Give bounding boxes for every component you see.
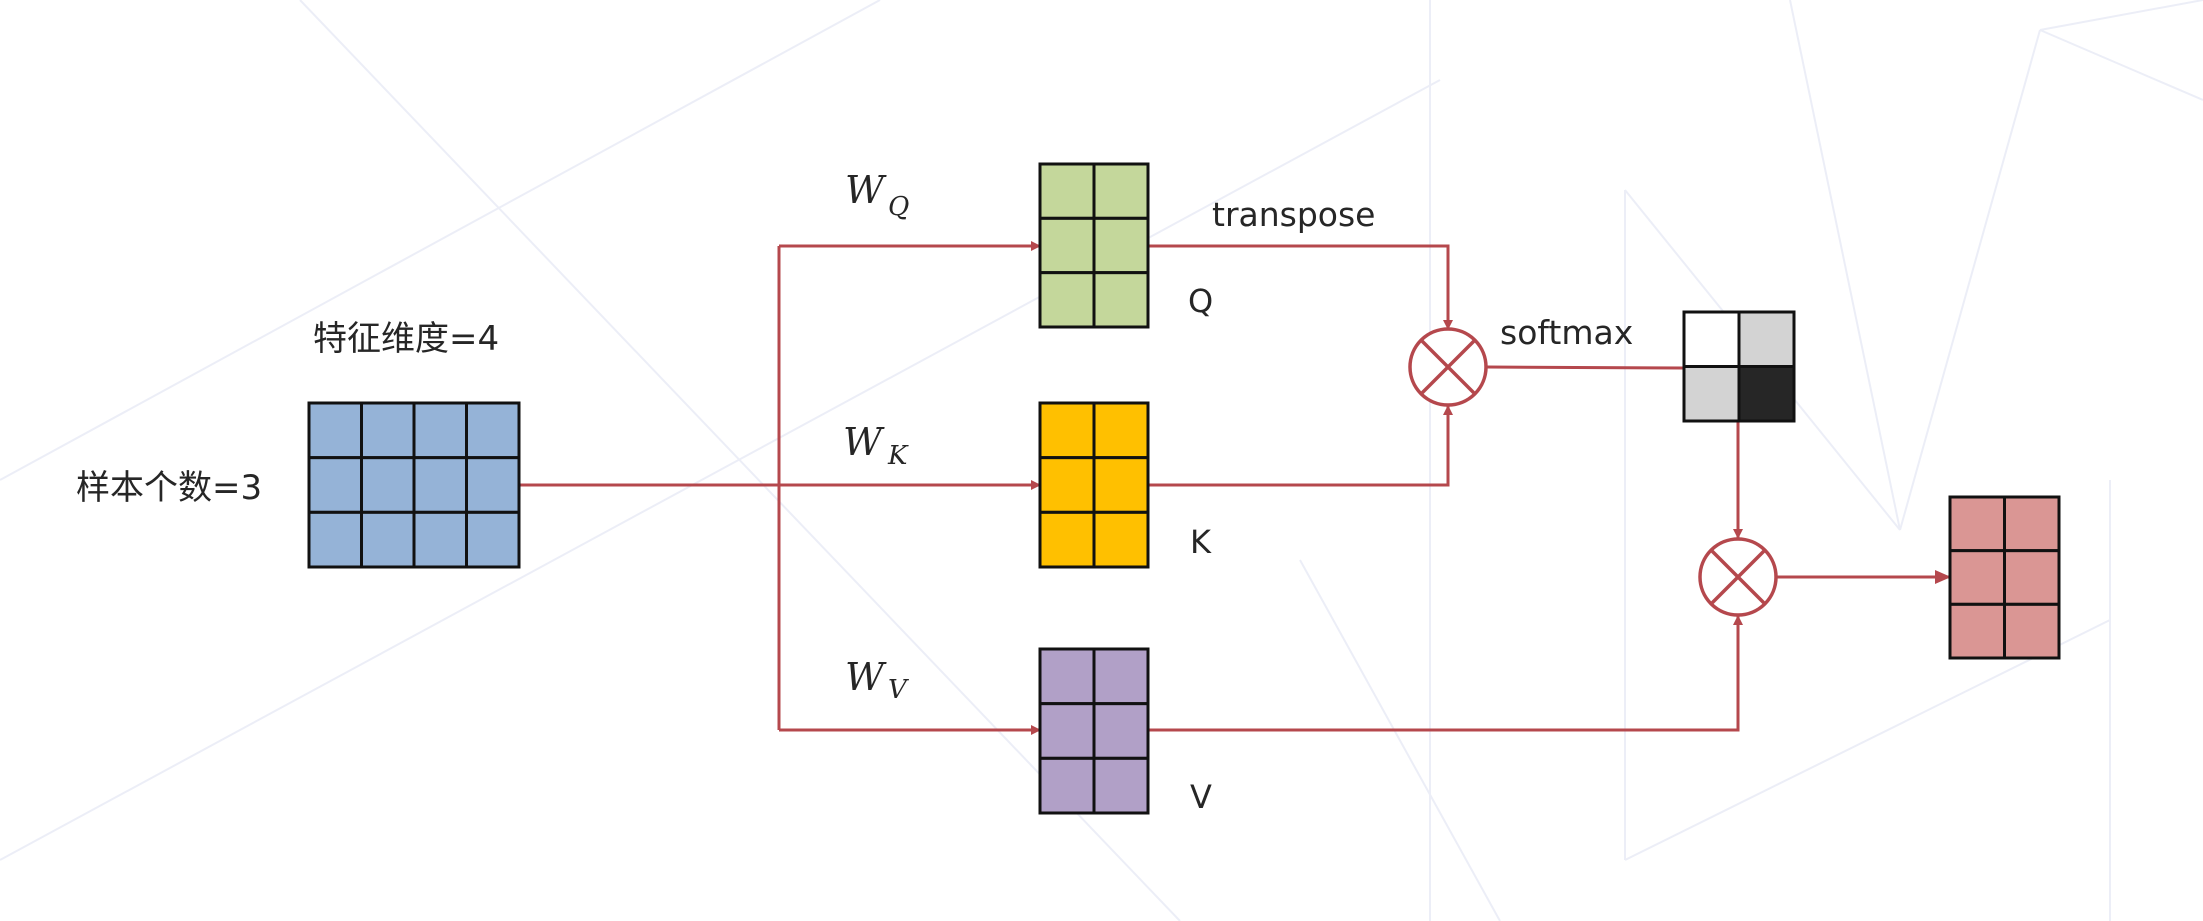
wv-label-sub: V: [888, 675, 909, 705]
feature-dimension-label: 特征维度=4: [313, 319, 499, 359]
value-matrix: [1038, 647, 1150, 815]
matrix-cell: [1092, 216, 1150, 275]
matrix-cell: [412, 401, 468, 460]
matrix-cell: [307, 401, 363, 460]
attention-weights-matrix: [1682, 310, 1796, 423]
matrix-cell: [2003, 549, 2061, 606]
matrix-cell: [2003, 602, 2061, 660]
matrix-cell: [1092, 647, 1150, 706]
bg-line: [1789, 0, 1901, 531]
matrix-cell: [1038, 456, 1096, 514]
matrix-cell: [1038, 216, 1096, 275]
matrix-cell: [1948, 495, 2006, 553]
input-matrix: [307, 401, 521, 569]
wk-label-sub: K: [887, 441, 909, 471]
matrix-cell: [1737, 365, 1796, 423]
matrix-cell: [1092, 510, 1150, 569]
matrix-cell: [1038, 162, 1096, 220]
matrix-cell: [360, 456, 416, 514]
flow-connectors: [519, 241, 1951, 735]
matrix-cell: [1948, 549, 2006, 606]
query-matrix: [1038, 162, 1150, 329]
matrix-cell: [1737, 310, 1796, 368]
bg-line: [0, 0, 881, 481]
transpose-arrow: [1148, 244, 1453, 330]
matrix-cell: [1038, 271, 1096, 329]
matrix-cell: [1092, 756, 1150, 815]
matrix-cell: [1682, 310, 1741, 368]
key-label: K: [1190, 523, 1212, 561]
matrix-cell: [1038, 756, 1096, 815]
matrix-cell: [1092, 401, 1150, 460]
key-to-multiply-arrow: [1148, 405, 1453, 487]
output-matrix: [1948, 495, 2061, 660]
sample-count-label: 样本个数=3: [76, 468, 262, 508]
bg-line: [1624, 619, 2111, 861]
matrix-cell: [412, 510, 468, 569]
matrix-cell: [1038, 647, 1096, 706]
key-matrix: [1038, 401, 1150, 569]
bg-line: [2039, 29, 2203, 101]
matrix-cell: [307, 456, 363, 514]
bg-line: [1299, 559, 1501, 921]
matrix-cell: [1038, 702, 1096, 760]
bg-line: [1899, 29, 2041, 531]
matrix-cell: [360, 510, 416, 569]
matrix-cell: [465, 456, 521, 514]
bg-line: [0, 79, 1441, 861]
matrix-cell: [1092, 271, 1150, 329]
multiply-av-operator: [1698, 537, 1778, 617]
softmax-line: [1486, 365, 1685, 370]
transpose-label: transpose: [1212, 195, 1375, 234]
matrix-cell: [1092, 456, 1150, 514]
bg-line: [2039, 0, 2203, 31]
bg-line: [299, 0, 1181, 921]
matrix-cell: [465, 510, 521, 569]
matrix-cell: [1948, 602, 2006, 660]
multiply-qk-operator: [1408, 327, 1488, 407]
softmax-label: softmax: [1500, 313, 1633, 352]
matrix-cell: [1038, 401, 1096, 460]
wq-label-sub: Q: [888, 192, 909, 222]
matrix-cell: [307, 510, 363, 569]
wq-label-main: W: [845, 168, 887, 212]
matrix-cell: [1038, 510, 1096, 569]
matrix-cell: [1682, 365, 1741, 423]
matrix-cell: [360, 401, 416, 460]
wv-label-main: W: [845, 655, 887, 699]
wk-label-main: W: [843, 420, 885, 464]
value-label: V: [1190, 778, 1212, 816]
matrix-cell: [1092, 702, 1150, 760]
matrix-cell: [465, 401, 521, 460]
query-label: Q: [1188, 282, 1213, 320]
matrix-cell: [1092, 162, 1150, 220]
multiply-cross-stroke: [1419, 338, 1477, 396]
matrix-cell: [412, 456, 468, 514]
multiply-cross-stroke: [1709, 548, 1767, 606]
matrix-cell: [2003, 495, 2061, 553]
value-to-multiply-arrow: [1148, 615, 1743, 732]
